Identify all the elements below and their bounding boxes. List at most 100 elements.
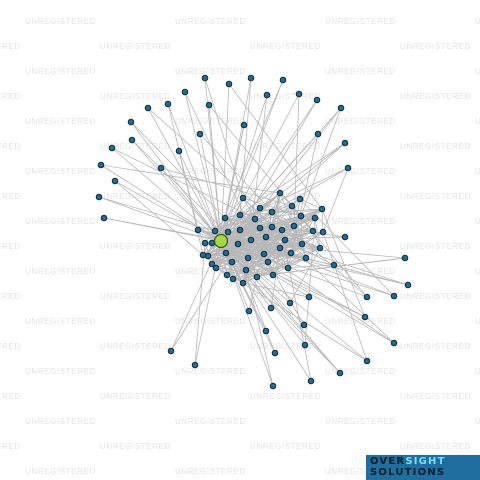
- graph-node[interactable]: [268, 208, 276, 216]
- graph-node[interactable]: [267, 304, 275, 312]
- graph-node[interactable]: [269, 382, 277, 390]
- graph-node[interactable]: [404, 281, 412, 289]
- graph-node[interactable]: [278, 226, 286, 234]
- graph-node[interactable]: [236, 211, 244, 219]
- graph-node[interactable]: [314, 130, 322, 138]
- graph-edge: [287, 257, 307, 269]
- graph-node[interactable]: [260, 250, 268, 258]
- graph-node[interactable]: [301, 341, 309, 349]
- graph-node[interactable]: [284, 264, 292, 272]
- graph-node[interactable]: [205, 101, 213, 109]
- graph-node[interactable]: [212, 264, 220, 272]
- graph-node[interactable]: [196, 130, 204, 138]
- graph-node[interactable]: [290, 222, 298, 230]
- graph-node[interactable]: [286, 299, 294, 307]
- graph-node[interactable]: [175, 147, 183, 155]
- graph-node[interactable]: [201, 74, 209, 82]
- graph-node[interactable]: [239, 194, 247, 202]
- graph-node[interactable]: [309, 227, 317, 235]
- graph-node[interactable]: [311, 214, 319, 222]
- graph-node[interactable]: [307, 377, 315, 385]
- graph-node[interactable]: [211, 227, 219, 235]
- graph-node[interactable]: [269, 271, 277, 279]
- graph-node[interactable]: [287, 249, 295, 257]
- graph-node[interactable]: [247, 74, 255, 82]
- graph-node[interactable]: [256, 224, 264, 232]
- graph-node[interactable]: [344, 164, 352, 172]
- graph-node[interactable]: [95, 193, 103, 201]
- graph-node[interactable]: [319, 228, 327, 236]
- graph-node[interactable]: [341, 233, 349, 241]
- graph-node[interactable]: [199, 251, 207, 259]
- graph-node[interactable]: [111, 177, 119, 185]
- graph-node[interactable]: [363, 357, 371, 365]
- graph-node[interactable]: [234, 240, 242, 248]
- graph-node[interactable]: [128, 136, 136, 144]
- graph-edge: [170, 218, 256, 352]
- graph-node[interactable]: [298, 240, 306, 248]
- graph-node[interactable]: [276, 189, 284, 197]
- graph-node[interactable]: [97, 161, 105, 169]
- graph-node[interactable]: [157, 164, 165, 172]
- graph-node[interactable]: [201, 239, 209, 247]
- graph-node[interactable]: [363, 293, 371, 301]
- graph-node[interactable]: [247, 236, 255, 244]
- graph-node[interactable]: [296, 195, 304, 203]
- graph-node[interactable]: [251, 215, 259, 223]
- graph-node[interactable]: [229, 275, 237, 283]
- graph-node[interactable]: [330, 261, 338, 269]
- graph-node[interactable]: [401, 254, 409, 262]
- graph-node[interactable]: [167, 347, 175, 355]
- graph-node[interactable]: [108, 144, 116, 152]
- watermark-text: UNREGISTERED: [0, 42, 21, 51]
- graph-node[interactable]: [223, 271, 231, 279]
- graph-node[interactable]: [225, 80, 233, 88]
- graph-node[interactable]: [279, 76, 287, 84]
- graph-hub-node[interactable]: [213, 233, 229, 249]
- graph-node[interactable]: [361, 313, 369, 321]
- graph-node[interactable]: [127, 118, 135, 126]
- graph-node[interactable]: [244, 254, 252, 262]
- graph-node[interactable]: [300, 321, 308, 329]
- graph-node[interactable]: [222, 249, 230, 257]
- graph-node[interactable]: [224, 228, 232, 236]
- graph-node[interactable]: [181, 88, 189, 96]
- watermark-text: UNREGISTERED: [100, 292, 171, 301]
- graph-node[interactable]: [297, 212, 305, 220]
- graph-node[interactable]: [228, 258, 236, 266]
- graph-node[interactable]: [318, 205, 326, 213]
- graph-node[interactable]: [262, 327, 270, 335]
- graph-node[interactable]: [302, 254, 310, 262]
- graph-node[interactable]: [245, 307, 253, 315]
- graph-node[interactable]: [194, 226, 202, 234]
- graph-node[interactable]: [341, 139, 349, 147]
- graph-node[interactable]: [281, 236, 289, 244]
- graph-node[interactable]: [253, 273, 261, 281]
- graph-node[interactable]: [268, 223, 276, 231]
- graph-node[interactable]: [264, 258, 272, 266]
- graph-node[interactable]: [236, 226, 244, 234]
- graph-node[interactable]: [144, 104, 152, 112]
- graph-node[interactable]: [262, 233, 270, 241]
- graph-node[interactable]: [240, 121, 248, 129]
- graph-node[interactable]: [242, 266, 250, 274]
- graph-node[interactable]: [316, 244, 324, 252]
- graph-node[interactable]: [191, 361, 199, 369]
- graph-node[interactable]: [305, 293, 313, 301]
- graph-node[interactable]: [164, 100, 172, 108]
- graph-node[interactable]: [271, 349, 279, 357]
- graph-node[interactable]: [295, 90, 303, 98]
- graph-node[interactable]: [390, 292, 398, 300]
- graph-node[interactable]: [100, 214, 108, 222]
- graph-node[interactable]: [313, 96, 321, 104]
- graph-node[interactable]: [263, 91, 271, 99]
- graph-node[interactable]: [337, 104, 345, 112]
- graph-node[interactable]: [336, 369, 344, 377]
- graph-node[interactable]: [276, 244, 284, 252]
- graph-node[interactable]: [208, 260, 216, 268]
- graph-node[interactable]: [390, 339, 398, 347]
- graph-node[interactable]: [239, 279, 247, 287]
- graph-node[interactable]: [221, 214, 229, 222]
- graph-node[interactable]: [288, 202, 296, 210]
- graph-node[interactable]: [256, 204, 264, 212]
